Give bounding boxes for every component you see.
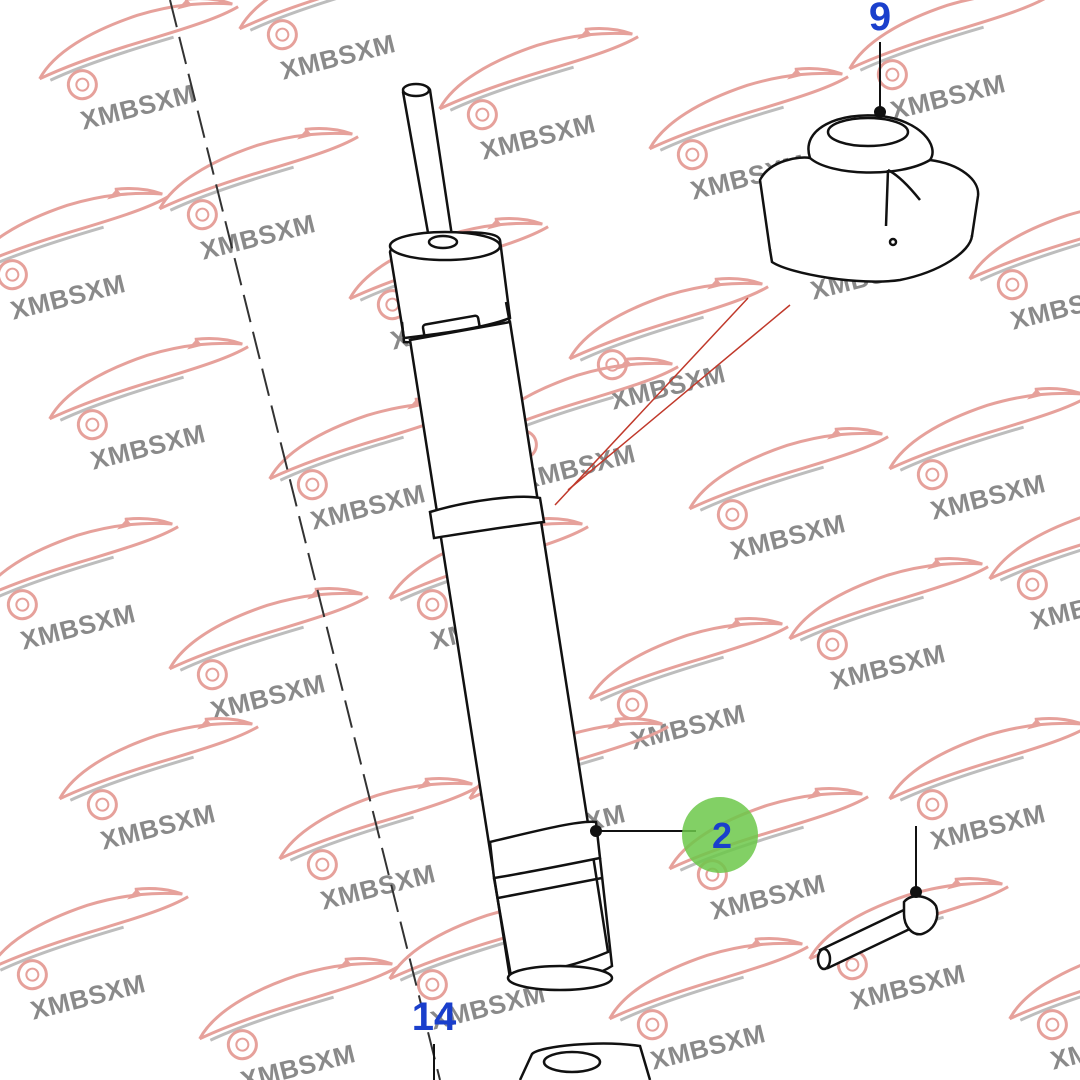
watermark-tile: XMBSXM	[268, 765, 493, 916]
watermark-tile: XMBSXM	[878, 705, 1080, 856]
watermark-tile: XMBSXM	[678, 415, 903, 566]
watermark-tile: XMBSXM	[48, 705, 273, 856]
red-leader-lines	[554, 297, 791, 506]
watermark-tile: XMBSXM	[28, 0, 253, 136]
watermark-tile: XMBSXM	[228, 0, 453, 86]
alignment-dashed-line	[169, 0, 441, 1080]
watermark-tile: XMBSXM	[0, 175, 183, 326]
callout-2-highlight	[682, 797, 758, 873]
watermark-tile: XMBSXM	[578, 605, 803, 756]
watermark-tile: XMBSXM	[158, 575, 383, 726]
watermark-tile: XMBSXM	[598, 925, 823, 1076]
watermark-tile: XMBSXM	[188, 945, 413, 1080]
watermark-tile: XMBSXM	[428, 15, 653, 166]
callout-leaders	[433, 42, 922, 1080]
shock-absorber	[388, 82, 652, 1080]
watermark-tile: XMBSXM	[778, 545, 1003, 696]
callout-9-label: 9	[869, 0, 891, 39]
watermark-tile: XMBSXM	[878, 375, 1080, 526]
watermark-tile: XMBSXM	[958, 185, 1080, 336]
watermark-tile: XMBSXM	[0, 505, 193, 656]
watermark-text: XMBSXM	[1027, 578, 1080, 635]
watermark-tile: XMBSXM	[0, 875, 203, 1026]
top-mount	[758, 114, 980, 283]
callout-2-label: 2	[712, 815, 732, 856]
watermark-tile: XMBSXM	[148, 115, 373, 266]
watermark-text: XMBSXM	[1047, 1018, 1080, 1075]
bolt	[816, 894, 939, 971]
watermark-tile: XMBSXM	[38, 325, 263, 476]
watermark-tile: XMBSXM	[558, 265, 783, 416]
callout-14-label: 14	[412, 995, 457, 1039]
watermark-tile: XMBSXM	[998, 925, 1080, 1076]
